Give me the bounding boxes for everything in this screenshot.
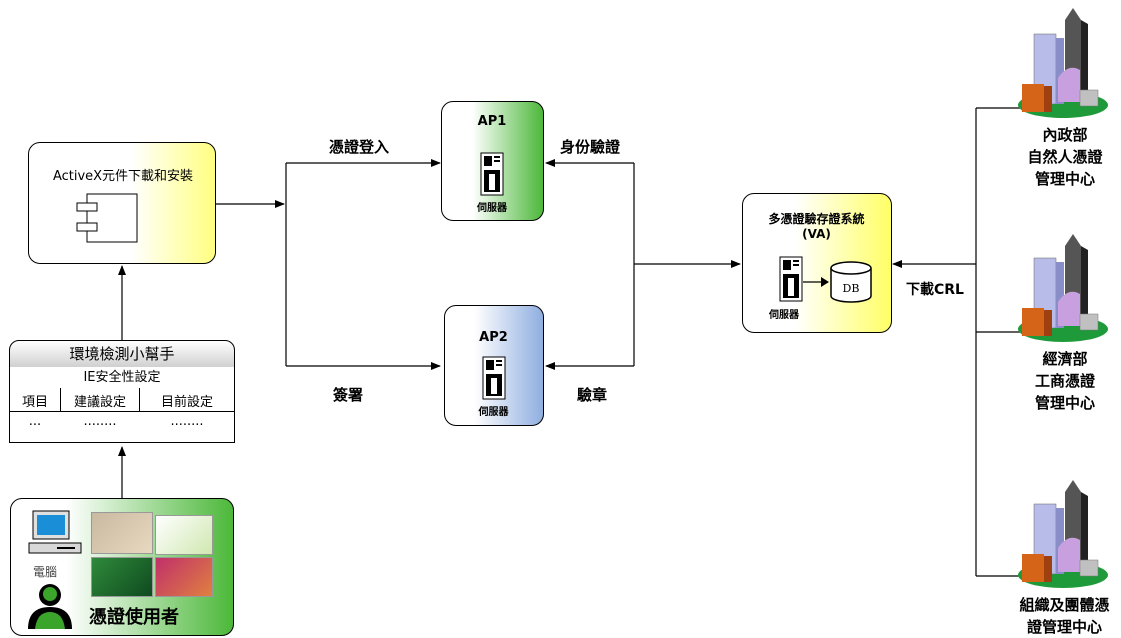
ap1-box: AP1 伺服器 <box>441 101 544 221</box>
ca1-line: 內政部 <box>1042 126 1088 144</box>
va-box: 多憑證驗存證系統 (VA) DB 伺服器 <box>742 193 892 333</box>
login-label: 憑證登入 <box>329 138 390 156</box>
card-4 <box>155 557 213 597</box>
ca1-line: 管理中心 <box>1034 170 1095 188</box>
row-item: ... <box>28 414 42 429</box>
va-to-db-arrow <box>803 277 829 287</box>
user-icon <box>28 584 72 629</box>
ca2-line: 工商憑證 <box>1034 372 1095 390</box>
va-server-icon <box>779 256 803 302</box>
db-icon <box>830 261 872 303</box>
ca3-building-icon <box>1018 480 1108 588</box>
ca2-building-icon <box>1018 234 1108 342</box>
ca1-line: 自然人憑證 <box>1027 148 1103 166</box>
helper-header-row: 項目 建議設定 目前設定 <box>9 388 235 412</box>
helper-title: 環境檢測小幫手 <box>9 340 235 368</box>
card-2 <box>155 515 213 555</box>
va-server-label: 伺服器 <box>769 310 799 321</box>
col-recommended: 建議設定 <box>73 395 126 410</box>
helper-data-row: ... ........ ........ <box>9 412 235 443</box>
ca2-label: 經濟部 工商憑證 管理中心 <box>1010 348 1120 414</box>
col-item: 項目 <box>21 395 48 410</box>
user-label: 憑證使用者 <box>89 607 179 628</box>
va-title-1: 多憑證驗存證系統 <box>768 212 865 226</box>
ap2-server-label: 伺服器 <box>478 407 509 418</box>
ap2-title: AP2 <box>479 330 508 345</box>
sign-label: 簽署 <box>333 386 364 404</box>
row-recommended: ........ <box>83 414 117 429</box>
user-box: 電腦 憑證使用者 <box>10 498 234 636</box>
col-divider <box>60 388 61 411</box>
va-title-2: (VA) <box>802 227 831 241</box>
ap1-server-label: 伺服器 <box>477 203 507 214</box>
helper-subtitle: IE安全性設定 <box>9 367 235 389</box>
col-current: 目前設定 <box>160 395 213 410</box>
col-divider <box>139 388 140 411</box>
ap2-server-icon <box>482 356 506 400</box>
activex-box: ActiveX元件下載和安裝 <box>28 142 216 264</box>
card-3 <box>91 557 153 597</box>
pc-label: 電腦 <box>33 565 58 579</box>
db-label: DB <box>842 282 860 295</box>
ca1-building-icon <box>1018 8 1108 118</box>
ap1-server-icon <box>480 152 504 196</box>
verify-seal-label: 驗章 <box>577 386 608 404</box>
activex-title: ActiveX元件下載和安裝 <box>52 169 194 184</box>
component-icon <box>76 193 138 243</box>
ca1-label: 內政部 自然人憑證 管理中心 <box>1010 124 1120 190</box>
ca3-label: 組織及團體憑 證管理中心 <box>1008 594 1121 638</box>
ap2-box: AP2 伺服器 <box>444 305 544 426</box>
identity-label: 身份驗證 <box>560 138 621 156</box>
download-crl-label: 下載CRL <box>906 282 964 298</box>
ca3-line: 組織及團體憑 <box>1019 596 1110 614</box>
ca3-line: 證管理中心 <box>1026 618 1102 636</box>
row-current: ........ <box>170 414 204 429</box>
card-1 <box>91 512 153 554</box>
helper-panel: 環境檢測小幫手 IE安全性設定 項目 建議設定 目前設定 ... .......… <box>9 340 235 447</box>
ap1-title: AP1 <box>477 114 507 129</box>
ca2-line: 經濟部 <box>1042 350 1088 368</box>
computer-icon <box>28 510 82 554</box>
ca2-line: 管理中心 <box>1034 394 1095 412</box>
